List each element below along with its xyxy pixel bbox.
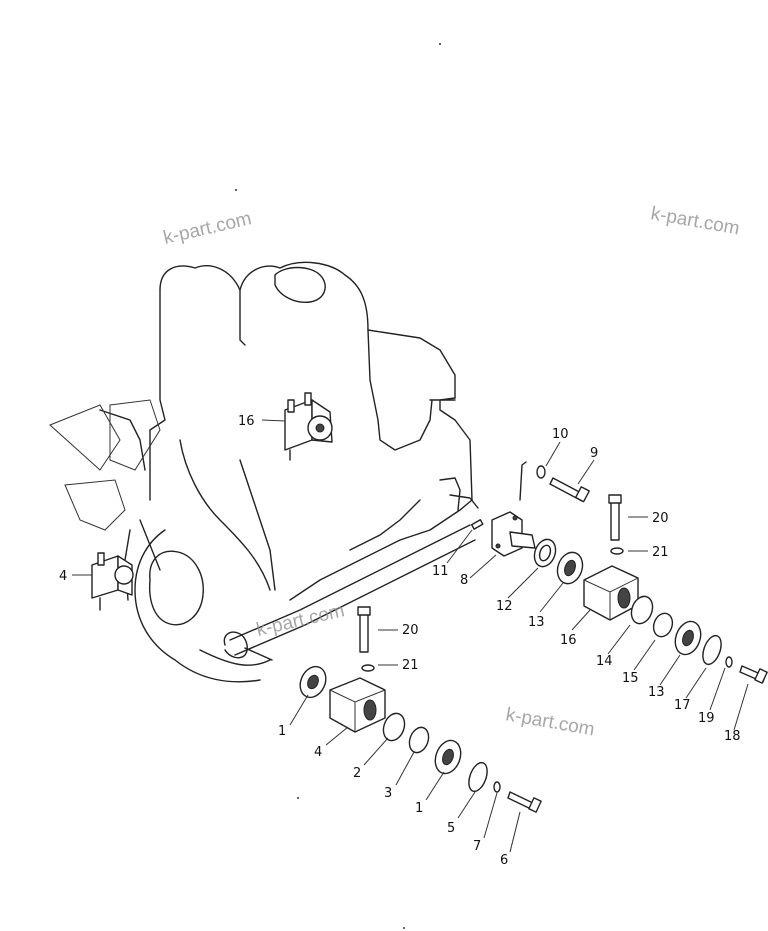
callout-7: 7: [473, 839, 481, 854]
callout-18: 18: [724, 729, 741, 744]
callout-15: 15: [622, 671, 639, 686]
watermark-text: k-part.com: [161, 208, 253, 249]
upper-right-parts: [470, 461, 768, 684]
watermarks: k-part.com k-part.com k-part.com k-part.…: [161, 203, 741, 740]
part-16-upper-bracket: [284, 392, 333, 461]
callout-4-left: 4: [59, 569, 67, 584]
callout-5: 5: [447, 821, 455, 836]
scan-specks: [235, 43, 441, 929]
callout-12: 12: [496, 599, 513, 614]
callout-17: 17: [674, 698, 691, 713]
callout-9: 9: [590, 446, 598, 461]
callout-21-upper: 21: [652, 545, 669, 560]
watermark-text: k-part.com: [504, 704, 596, 740]
callout-labels: 16 4 1 4 2 3 1 5 7 6 20 21 11 8 12 13 10…: [59, 414, 741, 868]
callout-4-lower: 4: [314, 745, 322, 760]
callout-1-left: 1: [278, 724, 286, 739]
callout-20-upper: 20: [652, 511, 669, 526]
leader-lines: [72, 419, 749, 853]
watermark-text: k-part.com: [649, 203, 741, 239]
callout-16-upper: 16: [238, 414, 255, 429]
watermark-text: k-part.com: [254, 600, 346, 641]
callout-14: 14: [596, 654, 613, 669]
callout-11: 11: [432, 564, 449, 579]
callout-13-upper: 13: [528, 615, 545, 630]
callout-2: 2: [353, 766, 361, 781]
callout-3: 3: [384, 786, 392, 801]
callout-13-lower: 13: [648, 685, 665, 700]
callout-6: 6: [500, 853, 508, 868]
lower-left-parts: [299, 606, 542, 813]
callout-20-lower: 20: [402, 623, 419, 638]
callout-10: 10: [552, 427, 569, 442]
callout-21-lower: 21: [402, 658, 419, 673]
callout-19: 19: [698, 711, 715, 726]
callout-8: 8: [460, 573, 468, 588]
engine-block: [49, 261, 479, 683]
callout-16-lower: 16: [560, 633, 577, 648]
part-4-left-bracket: [91, 552, 134, 611]
callout-1-lower: 1: [415, 801, 423, 816]
